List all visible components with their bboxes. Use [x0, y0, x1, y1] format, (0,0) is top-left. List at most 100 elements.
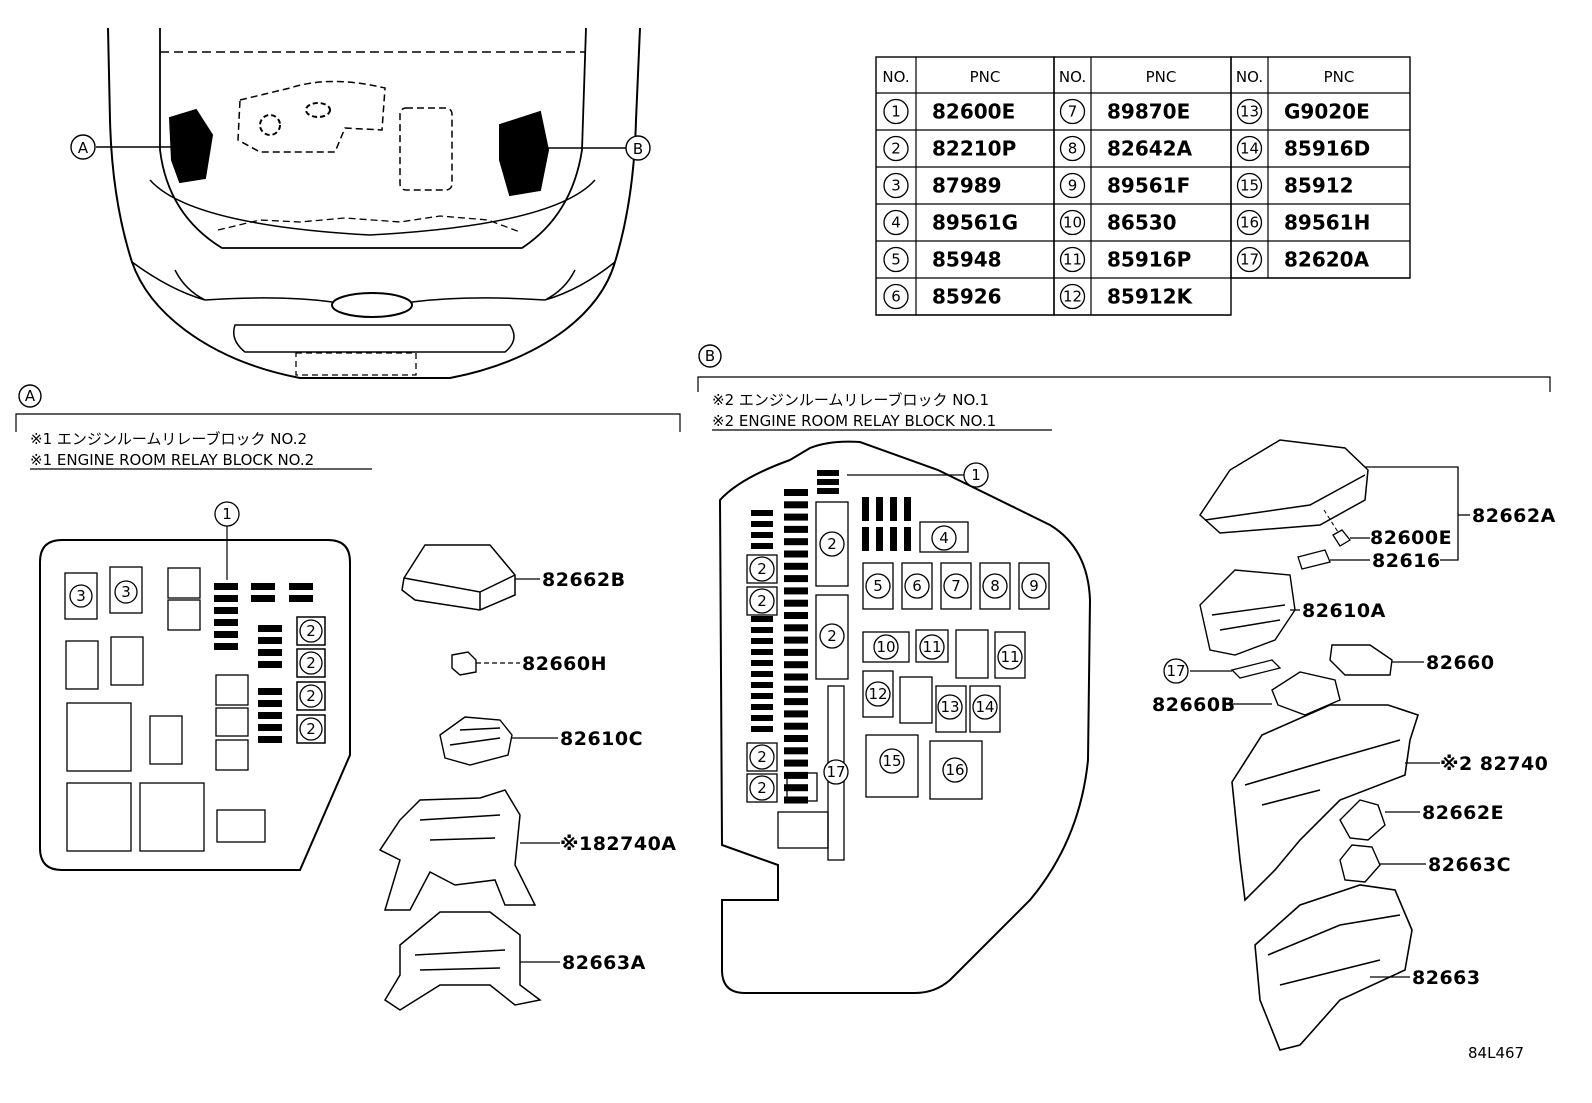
table-row: 15 85912	[1236, 172, 1354, 199]
pos-17-b: 17	[826, 763, 845, 781]
section-a-caption-en: ※1 ENGINE ROOM RELAY BLOCK NO.2	[30, 451, 314, 469]
part-82662a-illustration	[1199, 439, 1369, 534]
part-label-82616: 82616	[1372, 550, 1441, 572]
svg-text:B: B	[633, 140, 643, 158]
fuse	[214, 643, 238, 650]
fuse	[784, 648, 808, 656]
pos-3-right: 3	[121, 583, 131, 601]
fuse	[751, 726, 773, 732]
section-b: B ※2 エンジンルームリレーブロック NO.1 ※2 ENGINE ROOM …	[697, 344, 1556, 1051]
fuse	[751, 704, 773, 710]
bracket-82662a	[1330, 466, 1470, 561]
fuse	[784, 513, 808, 521]
fuse	[289, 595, 313, 602]
fuse	[817, 470, 839, 476]
fuse	[751, 543, 773, 549]
fuse	[751, 649, 773, 655]
table-row-no: 9	[1068, 177, 1078, 195]
pos-17-callout: 17	[1166, 662, 1185, 680]
fuse	[258, 712, 282, 719]
table-row-pnc: 86530	[1107, 211, 1177, 235]
fuse	[890, 527, 897, 551]
fuse	[904, 497, 911, 521]
fuse	[751, 627, 773, 633]
part-label-82662e: 82662E	[1422, 802, 1504, 824]
fuse	[784, 796, 808, 804]
fuse	[258, 637, 282, 644]
fuse	[214, 631, 238, 638]
part-82660b-illustration	[1271, 671, 1341, 716]
fuse	[784, 722, 808, 730]
fuse	[289, 583, 313, 590]
fuse	[784, 525, 808, 533]
table-row-pnc: 89870E	[1107, 100, 1190, 124]
table-row: 17 82620A	[1236, 246, 1370, 273]
part-label-82660b: 82660B	[1152, 694, 1236, 716]
fuse	[784, 575, 808, 583]
table-row-no: 17	[1240, 251, 1259, 269]
fuse	[817, 479, 839, 485]
part-82610c-illustration	[439, 716, 513, 766]
table-row-no: 15	[1240, 177, 1259, 195]
table-row-no: 6	[891, 288, 901, 306]
table-row-pnc: 87989	[932, 174, 1002, 198]
table-row-pnc: 85916P	[1107, 248, 1191, 272]
diagram-id: 84L467	[1468, 1044, 1524, 1062]
fuse	[751, 693, 773, 699]
part-label-82663: 82663	[1412, 967, 1481, 989]
fuse	[784, 661, 808, 669]
fuse	[784, 501, 808, 509]
fuse	[784, 587, 808, 595]
part-label-82662a: 82662A	[1472, 505, 1556, 527]
section-a-bracket	[15, 413, 681, 432]
table-row-pnc: 85912	[1284, 174, 1354, 198]
fuse	[890, 497, 897, 521]
fuse	[751, 616, 773, 622]
table-row-pnc: 82620A	[1284, 248, 1370, 272]
fuse	[751, 660, 773, 666]
part-label-82740a: ※182740A	[560, 833, 677, 855]
fuse	[214, 619, 238, 626]
fuse	[784, 489, 808, 496]
table-row-no: 3	[891, 177, 901, 195]
fuse	[784, 550, 808, 558]
table-row-no: 7	[1068, 103, 1078, 121]
fuse	[784, 673, 808, 681]
relay-block-a-numbers: 3 3 2 2 2 2 1	[69, 501, 326, 744]
part-label-82610a: 82610A	[1302, 600, 1386, 622]
fuse	[251, 583, 275, 590]
fuse	[862, 527, 869, 551]
pos-8-b: 8	[990, 577, 1000, 595]
table-row: 7 89870E	[1059, 98, 1190, 125]
fuse	[258, 724, 282, 731]
table-row-no: 10	[1063, 214, 1082, 232]
part-label-82663c: 82663C	[1428, 854, 1511, 876]
pos-2-b: 2	[757, 560, 767, 578]
fuse	[251, 595, 275, 602]
svg-text:A: A	[25, 387, 36, 405]
fuse	[751, 638, 773, 644]
vehicle-front-view	[107, 27, 641, 379]
table-row-pnc: 89561H	[1284, 211, 1370, 235]
part-82600e-illustration	[1332, 529, 1351, 547]
fuse	[784, 624, 808, 632]
pos-2-a4: 2	[306, 720, 316, 738]
table-row-pnc: 85926	[932, 285, 1002, 309]
part-label-82660h: 82660H	[522, 653, 607, 675]
fuse	[784, 771, 808, 779]
table-row-no: 2	[891, 140, 901, 158]
fuse	[784, 636, 808, 644]
fuse	[751, 682, 773, 688]
part-label-82663a: 82663A	[562, 952, 646, 974]
relay-block-b-fuses	[751, 470, 911, 804]
pos-7-b: 7	[951, 577, 961, 595]
table-row-pnc: 85912K	[1107, 285, 1194, 309]
